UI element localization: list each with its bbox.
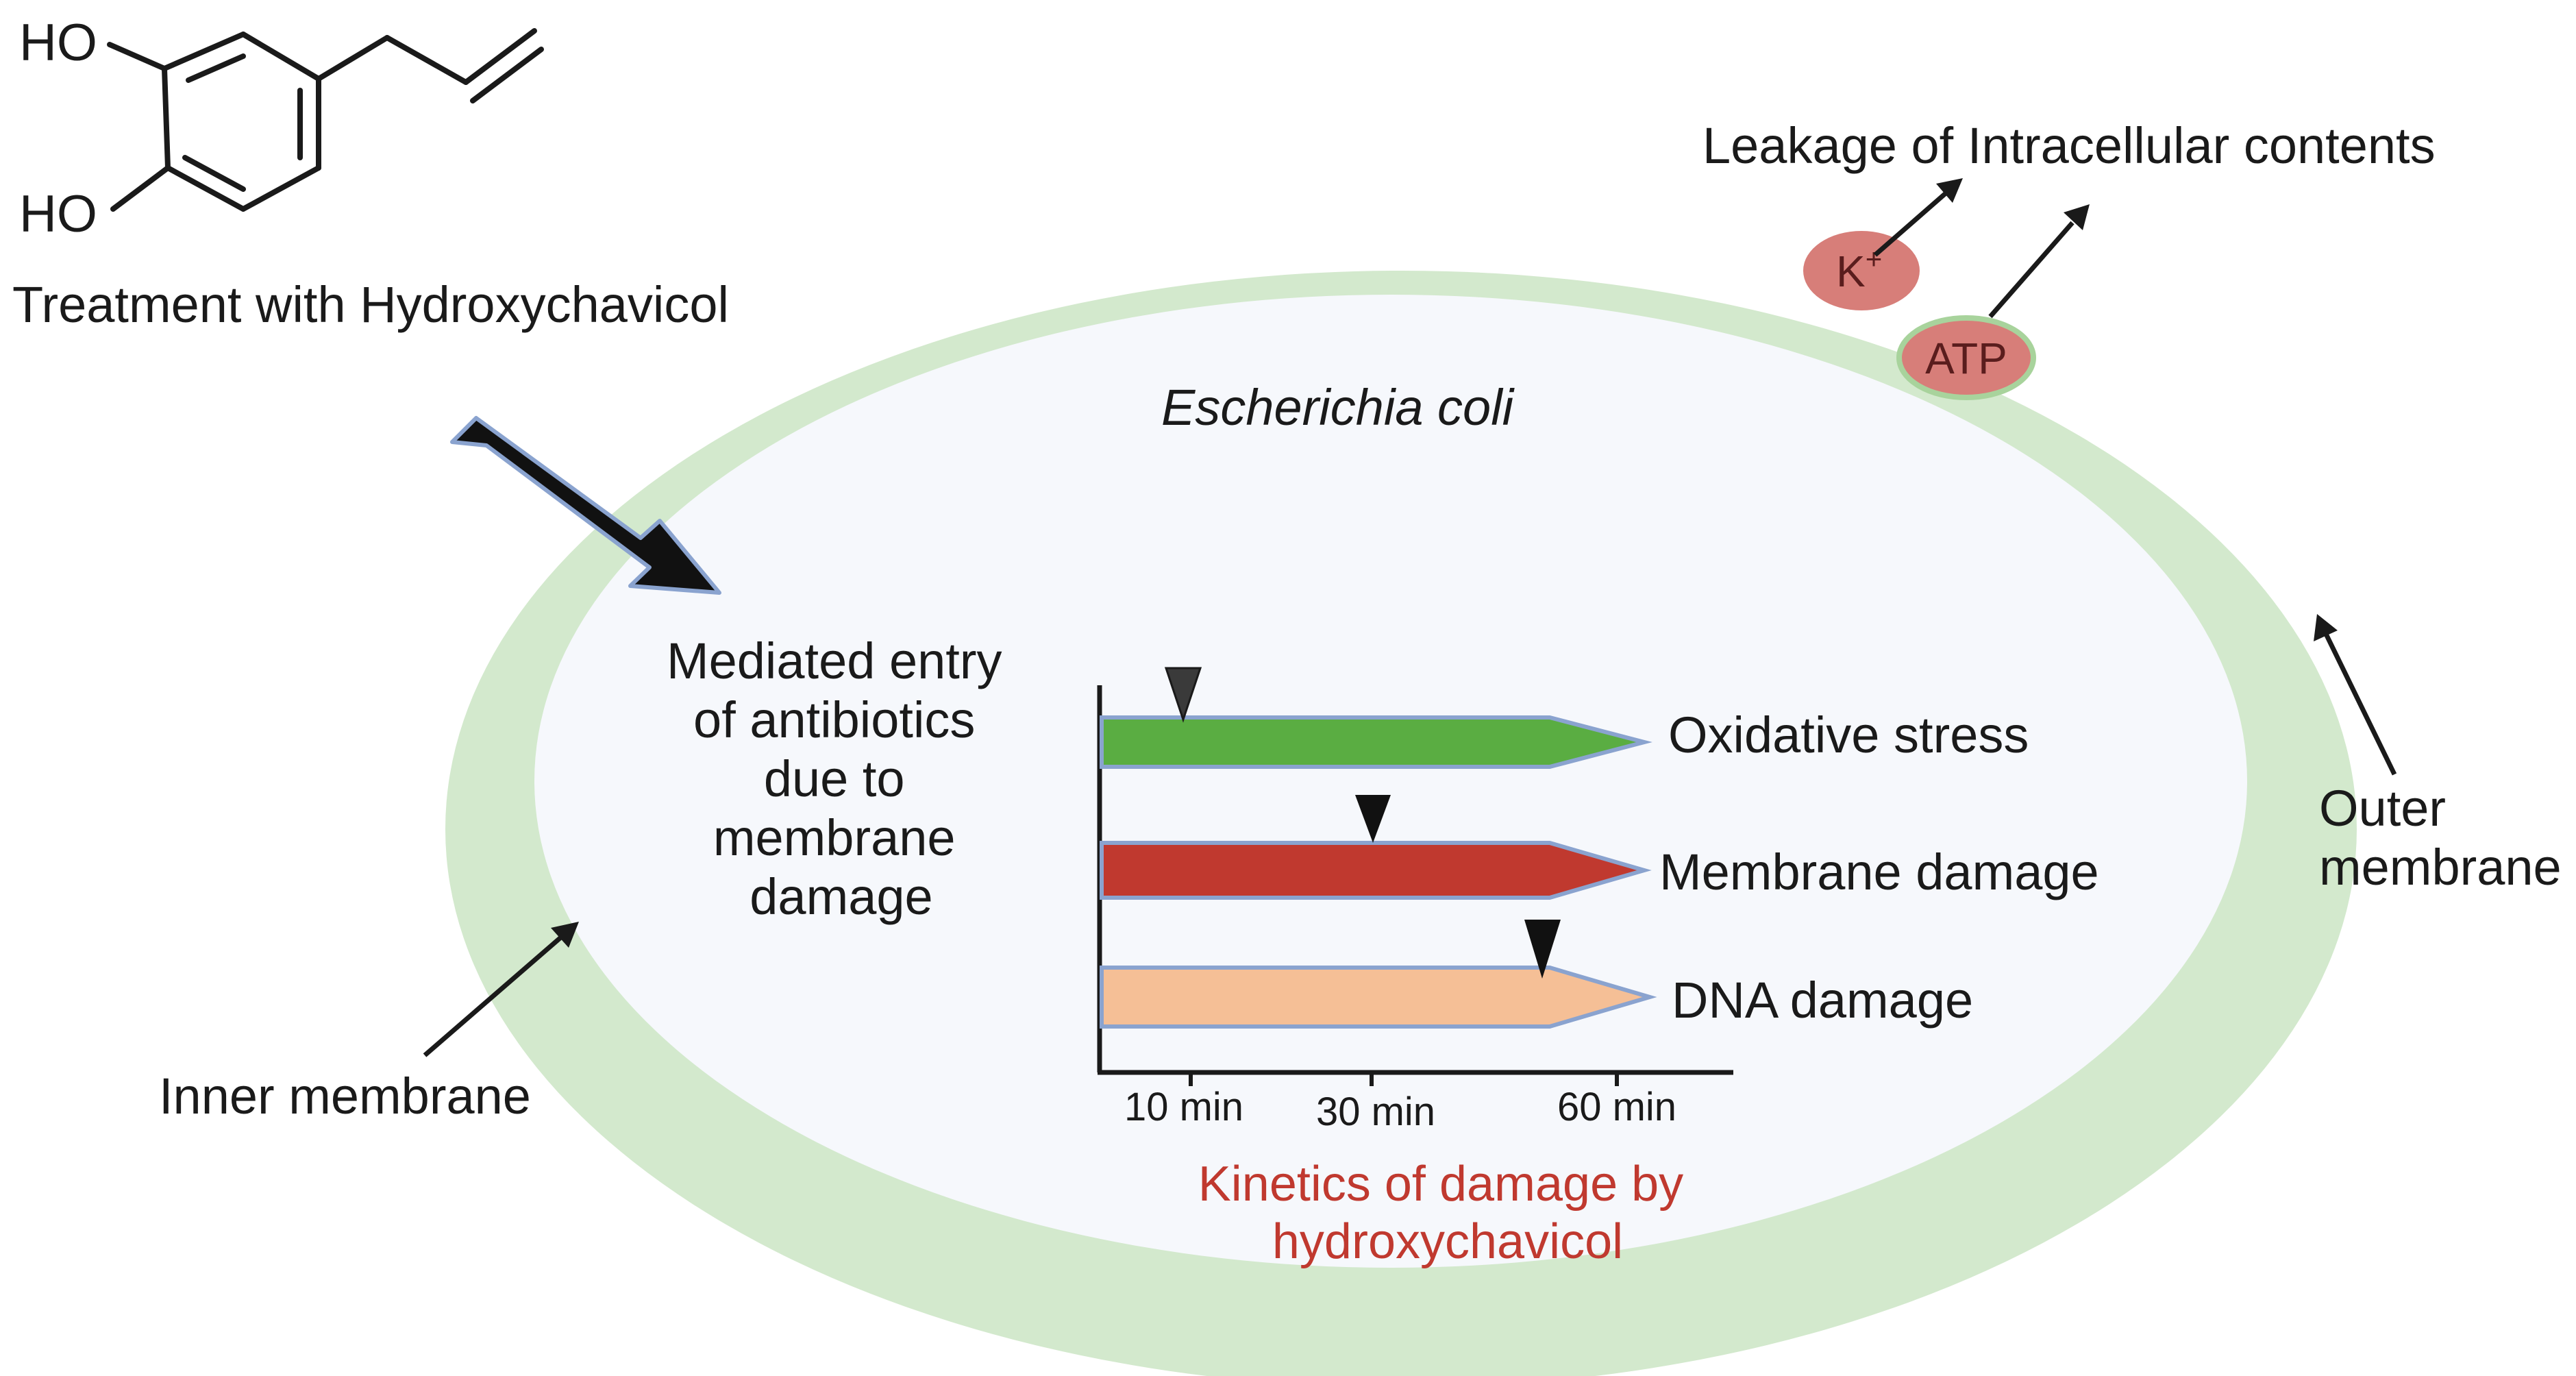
potassium-leak-arrow [1873, 191, 1948, 257]
membrane-pointer-arrows [423, 614, 2397, 1057]
atp-molecule [1896, 315, 2036, 400]
category-label-dna-damage: DNA damage [1672, 972, 1973, 1029]
kinetics-chart: 10 min 30 min 60 min Oxidative stress Me… [1097, 667, 2099, 1269]
atp-leak-arrowhead [2064, 204, 2090, 230]
potassium-leak-arrowhead [1936, 178, 1963, 203]
cytoplasm [534, 295, 2247, 1268]
category-label-oxidative-stress: Oxidative stress [1668, 707, 2029, 763]
entry-line-3: due to [764, 750, 905, 807]
tick-label-60-min: 60 min [1557, 1085, 1676, 1129]
entry-line-5: damage [750, 868, 932, 925]
onset-marker-oxidative [1164, 667, 1202, 723]
hydroxyl-bottom-label: HO [19, 185, 97, 243]
hydroxyl-top-label: HO [19, 14, 97, 72]
potassium-ion-label: K+ [1836, 243, 1882, 296]
mediated-entry-text: Mediated entry of antibiotics due to mem… [667, 632, 1016, 925]
entry-line-4: membrane [713, 809, 956, 866]
outer-membrane-label: Outer membrane [2319, 780, 2562, 896]
bar-oxidative-stress [1100, 715, 1652, 769]
leakage-title: Leakage of Intracellular contents [1702, 117, 2436, 174]
entry-arrow [450, 416, 721, 595]
outer-membrane-arrowhead [2314, 614, 2338, 641]
treatment-label: Treatment with Hydroxychavicol [12, 276, 729, 333]
bar-dna-damage [1100, 966, 1657, 1029]
chart-caption-line-2: hydroxychavicol [1272, 1214, 1623, 1269]
chart-caption: Kinetics of damage by hydroxychavicol [1198, 1157, 1697, 1269]
tick-label-30-min: 30 min [1316, 1090, 1435, 1134]
inner-membrane-arrowhead [551, 922, 579, 948]
atp-label: ATP [1925, 334, 2007, 383]
outer-membrane-label-line-1: Outer [2319, 780, 2446, 837]
bar-membrane-damage [1100, 841, 1652, 900]
category-label-membrane-damage: Membrane damage [1659, 844, 2099, 900]
chart-caption-line-1: Kinetics of damage by [1198, 1157, 1683, 1212]
inner-membrane-arrow [423, 933, 565, 1057]
outer-membrane-arrow [2323, 632, 2397, 776]
organism-label: Escherichia coli [1161, 379, 1515, 436]
onset-marker-membrane [1355, 795, 1391, 843]
outer-membrane-label-line-2: membrane [2319, 839, 2562, 896]
hydroxychavicol-structure [107, 28, 544, 212]
entry-line-2: of antibiotics [693, 691, 975, 748]
potassium-ion [1803, 231, 1920, 310]
leakage-arrows [1873, 178, 2090, 319]
inner-membrane-label: Inner membrane [159, 1068, 531, 1125]
entry-line-1: Mediated entry [667, 632, 1002, 689]
tick-label-10-min: 10 min [1124, 1085, 1243, 1129]
atp-leak-arrow [1988, 221, 2075, 319]
onset-marker-dna [1524, 920, 1561, 979]
